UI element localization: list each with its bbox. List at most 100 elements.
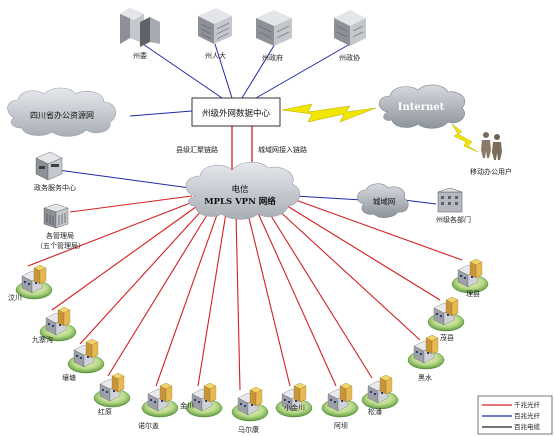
county-building-part xyxy=(251,404,253,406)
data-center-box xyxy=(191,97,281,127)
service-center-icon xyxy=(35,151,63,181)
metro-network-label: 城域网 xyxy=(373,196,396,206)
county-building-part xyxy=(198,401,200,403)
county-building-part xyxy=(48,323,50,325)
state-departments-label: 州级各部门 xyxy=(436,215,471,224)
spoke-rangtang xyxy=(79,207,205,345)
county-building-part xyxy=(159,385,167,403)
province-network-label: 四川省办公资源网 xyxy=(30,110,94,120)
county-building-part xyxy=(370,391,372,393)
county-building-maoxian-icon xyxy=(427,296,465,332)
county-building-part xyxy=(102,389,104,391)
legend-label-cable: 百兆电缆 xyxy=(514,422,541,431)
county-building-part xyxy=(451,299,459,317)
county-building-heishui-icon xyxy=(407,334,445,370)
county-building-part xyxy=(379,377,387,395)
county-building-part xyxy=(425,337,433,355)
building-state-congress-icon xyxy=(198,8,232,44)
county-label-maoxian: 茂县 xyxy=(440,333,454,342)
county-building-part xyxy=(59,324,61,326)
county-building-part xyxy=(330,399,332,401)
link-province xyxy=(129,110,193,117)
spoke-songpan xyxy=(267,210,373,379)
legend-box xyxy=(477,395,553,435)
county-label-wenchuan: 汶川 xyxy=(8,293,22,302)
county-building-part xyxy=(295,400,297,402)
telecom-label-line1: 电信 xyxy=(231,184,249,195)
spoke-jiuzhaigou xyxy=(51,203,201,311)
county-building-part xyxy=(91,341,99,359)
link-congress xyxy=(214,43,233,99)
mobile-users-icon xyxy=(481,132,502,160)
county-building-part xyxy=(33,267,41,285)
county-building-part xyxy=(85,341,93,359)
spoke-aba xyxy=(257,212,337,387)
link-bureaus xyxy=(69,195,193,213)
county-building-part xyxy=(161,400,163,402)
lightning-dc-internet-icon xyxy=(281,103,377,123)
county-building-part xyxy=(106,391,108,393)
county-building-songpan-icon xyxy=(361,374,399,410)
county-building-lixian-icon xyxy=(451,258,489,294)
county-building-part xyxy=(203,385,211,403)
county-building-part xyxy=(475,261,483,279)
county-building-wenchuan-icon xyxy=(15,264,53,300)
link-departments xyxy=(403,199,437,205)
county-building-part xyxy=(420,353,422,355)
county-building-part xyxy=(76,355,78,357)
county-building-jinchuan-icon xyxy=(185,382,223,418)
metro-cloud-icon xyxy=(357,183,409,218)
county-building-part xyxy=(87,356,89,358)
county-building-part xyxy=(416,351,418,353)
spoke-wenchuan xyxy=(27,199,199,267)
county-spokes xyxy=(27,197,463,391)
bureaus-label-line1: 各管理局 xyxy=(46,231,74,240)
county-building-part xyxy=(431,337,439,355)
county-label-maerkang: 马尔康 xyxy=(238,425,259,434)
county-building-part xyxy=(385,377,393,395)
county-building-part xyxy=(334,401,336,403)
label-state-government: 州政府 xyxy=(262,53,283,62)
county-building-part xyxy=(205,400,207,402)
county-label-xiaojinchuan: 小金川 xyxy=(284,403,305,412)
county-building-part xyxy=(24,281,26,283)
county-building-part xyxy=(339,385,347,403)
data-center-label: 州级外网数据中心 xyxy=(202,108,271,119)
county-building-aba-icon xyxy=(321,382,359,418)
spoke-nuoergai xyxy=(155,211,219,387)
county-building-part xyxy=(240,403,242,405)
county-building-maerkang-icon xyxy=(231,386,269,422)
telecom-cloud-icon xyxy=(185,161,301,220)
link-service-center xyxy=(57,169,191,189)
building-state-government-icon xyxy=(256,10,292,46)
spoke-hongyuan xyxy=(107,209,211,377)
county-building-part xyxy=(39,267,47,285)
county-building-part xyxy=(341,400,343,402)
county-building-part xyxy=(57,309,65,327)
county-building-part xyxy=(427,352,429,354)
county-building-part xyxy=(374,393,376,395)
county-building-part xyxy=(117,375,125,393)
service-center-label: 政务服务中心 xyxy=(34,183,76,192)
internet-label: Internet xyxy=(398,102,445,113)
county-building-nuoergai-icon xyxy=(141,382,179,418)
county-label-songpan: 松潘 xyxy=(368,407,382,416)
state-departments-icon xyxy=(437,187,463,213)
county-building-rangtang-icon xyxy=(67,338,105,374)
spoke-maoxian xyxy=(283,203,441,301)
label-state-committee: 州委 xyxy=(133,51,147,60)
county-building-part xyxy=(299,385,307,403)
county-building-part xyxy=(28,283,30,285)
spoke-jinchuan xyxy=(197,212,227,387)
legend: 千兆光纤 百兆光纤 百兆电缆 xyxy=(477,395,553,435)
county-building-part xyxy=(471,276,473,278)
county-building-part xyxy=(154,401,156,403)
county-building-jiuzhaigou-icon xyxy=(39,306,77,342)
county-building-part xyxy=(209,385,217,403)
county-building-part xyxy=(255,389,263,407)
county-building-part xyxy=(381,392,383,394)
metro-access-label: 城域网接入链路 xyxy=(258,145,307,154)
spoke-heishui xyxy=(275,207,421,341)
county-building-part xyxy=(111,375,119,393)
county-building-part xyxy=(469,261,477,279)
